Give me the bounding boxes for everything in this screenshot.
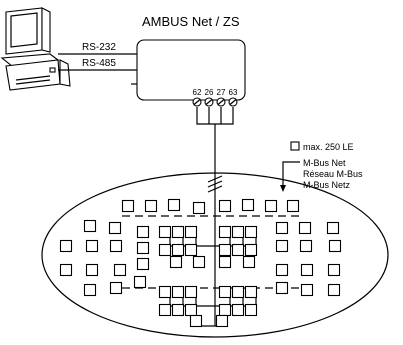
meter-box-icon xyxy=(298,221,312,235)
meter-box-icon xyxy=(244,243,258,257)
meter-box-icon xyxy=(231,285,245,299)
meter-box-icon xyxy=(244,303,258,317)
device-title: AMBUS Net / ZS xyxy=(142,14,240,29)
terminal-block: 62 26 27 63 xyxy=(192,88,238,107)
network-pointer xyxy=(282,161,300,190)
meter-box-icon xyxy=(231,303,245,317)
ambus-device-box xyxy=(136,39,246,101)
meter-box-icon xyxy=(231,243,245,257)
meter-box-icon xyxy=(327,283,341,297)
meter-box-icon xyxy=(192,201,206,215)
meter-box-icon xyxy=(218,225,232,239)
meter-box-icon xyxy=(59,239,73,253)
meter-box-icon xyxy=(83,219,97,233)
meter-box-icon xyxy=(327,263,341,277)
meter-box-icon xyxy=(184,285,198,299)
meter-box-icon xyxy=(158,243,172,257)
meter-box-icon xyxy=(171,225,185,239)
meter-box-icon xyxy=(300,263,314,277)
meter-box-icon xyxy=(144,199,158,213)
network-name-de: M-Bus Netz xyxy=(303,180,351,190)
network-name-fr: Réseau M-Bus xyxy=(303,169,363,179)
terminal-26: 26 xyxy=(205,88,214,97)
meter-box-icon xyxy=(171,243,185,257)
meter-box-icon xyxy=(167,198,181,212)
meter-box-icon xyxy=(218,199,232,213)
meter-box-icon xyxy=(158,303,172,317)
meter-box-icon xyxy=(158,285,172,299)
meter-box-icon xyxy=(133,275,147,289)
meter-box-icon xyxy=(218,285,232,299)
meter-box-icon xyxy=(275,281,289,295)
meter-box-icon xyxy=(85,239,99,253)
meter-box-icon xyxy=(158,225,172,239)
meter-box-icon xyxy=(136,225,150,239)
meter-box-icon xyxy=(136,241,150,255)
network-name-en: M-Bus Net xyxy=(303,158,346,168)
meter-box-icon xyxy=(218,255,232,269)
meter-box-icon xyxy=(275,263,289,277)
meter-box-icon xyxy=(113,263,127,277)
meter-box-icon xyxy=(108,221,122,235)
meter-box-icon xyxy=(215,314,229,328)
meter-box-icon xyxy=(231,225,245,239)
meter-box-icon xyxy=(184,243,198,257)
meter-box-icon xyxy=(109,281,123,295)
meter-box-icon xyxy=(244,285,258,299)
terminal-62: 62 xyxy=(193,88,202,97)
rs232-label: RS-232 xyxy=(82,42,116,53)
meter-box-icon xyxy=(184,303,198,317)
legend-unit-box xyxy=(290,141,300,151)
network-area xyxy=(41,172,389,338)
legend-label: max. 250 LE xyxy=(303,142,354,152)
meter-box-icon xyxy=(241,198,255,212)
meter-box-icon xyxy=(218,303,232,317)
meter-box-icon xyxy=(189,314,203,328)
meter-box-icon xyxy=(300,283,314,297)
meter-box-icon xyxy=(326,221,340,235)
meter-box-icon xyxy=(192,255,206,269)
meter-box-icon xyxy=(299,239,313,253)
meter-box-icon xyxy=(83,283,97,297)
cable-hatch xyxy=(207,175,223,193)
meter-box-icon xyxy=(286,199,300,213)
meter-box-icon xyxy=(218,243,232,257)
meter-box-icon xyxy=(275,221,289,235)
meter-box-icon xyxy=(59,263,73,277)
meter-box-icon xyxy=(136,257,150,271)
meter-units xyxy=(59,198,342,328)
computer-icon xyxy=(0,7,71,91)
meter-box-icon xyxy=(244,225,258,239)
meter-box-icon xyxy=(169,255,183,269)
meter-box-icon xyxy=(275,239,289,253)
meter-box-icon xyxy=(242,255,256,269)
meter-box-icon xyxy=(264,199,278,213)
meter-box-icon xyxy=(184,225,198,239)
meter-box-icon xyxy=(109,239,123,253)
meter-box-icon xyxy=(171,285,185,299)
meter-box-icon xyxy=(85,263,99,277)
terminal-27: 27 xyxy=(217,88,226,97)
meter-box-icon xyxy=(328,239,342,253)
meter-box-icon xyxy=(171,303,185,317)
terminal-63: 63 xyxy=(229,88,238,97)
meter-box-icon xyxy=(121,199,135,213)
rs485-label: RS-485 xyxy=(82,58,116,69)
